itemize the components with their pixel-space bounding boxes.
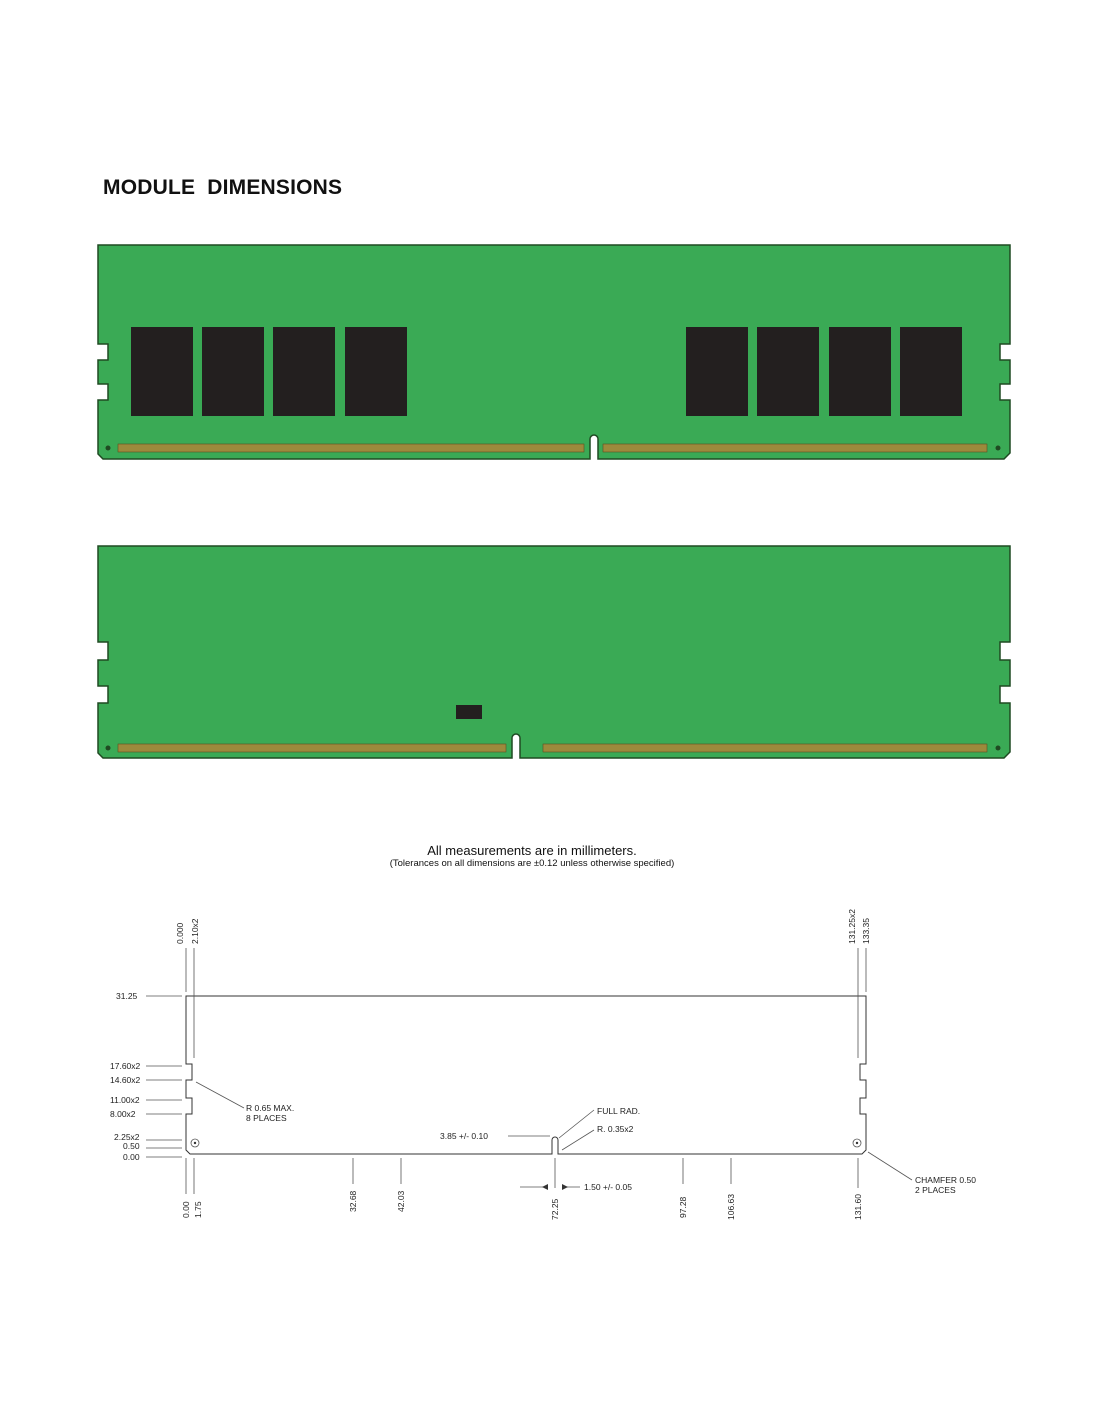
dim-label-left-1: 14.60x2	[110, 1075, 141, 1085]
callout-radius-2: 8 PLACES	[246, 1113, 287, 1123]
callout-radius-1: R 0.65 MAX.	[246, 1103, 294, 1113]
dim-label-top-0: 0.000	[175, 922, 185, 944]
dim-label-top-3: 133.35	[861, 918, 871, 944]
callout-chamfer-1: CHAMFER 0.50	[915, 1175, 976, 1185]
spd-chip	[456, 705, 482, 719]
hole-mark	[852, 1138, 862, 1148]
leader-lines	[195, 1081, 913, 1188]
contact-strip-left	[117, 743, 507, 753]
mounting-hole	[995, 745, 1001, 751]
hole-mark	[190, 1138, 200, 1148]
contact-strip-right	[542, 743, 988, 753]
callout-notch-depth: 3.85 +/- 0.10	[440, 1131, 488, 1141]
dim-label-bottom-1: 1.75	[193, 1201, 203, 1218]
dim-label-left-2: 11.00x2	[110, 1095, 140, 1105]
contact-strip-right	[602, 443, 988, 453]
chip-group-left	[131, 327, 407, 416]
contact-strip-left	[117, 443, 585, 453]
module-back-view	[97, 545, 1011, 759]
dim-label-bottom-6: 106.63	[726, 1194, 736, 1220]
extension-lines-left	[146, 995, 182, 1158]
dim-label-bottom-5: 97.28	[678, 1196, 688, 1218]
chip-group-right	[686, 327, 962, 416]
mounting-hole	[995, 445, 1001, 451]
dim-label-bottom-0: 0.00	[181, 1201, 191, 1218]
mounting-hole	[105, 745, 111, 751]
callout-full-rad: FULL RAD.	[597, 1106, 640, 1116]
dim-label-height: 31.25	[116, 991, 138, 1001]
dimension-drawing: 0.000 2.10x2 131.25x2 133.35 31.25 17.60…	[110, 909, 976, 1220]
dim-label-bottom-4: 72.25	[550, 1198, 560, 1220]
arrowhead	[542, 1184, 548, 1190]
dim-label-left-3: 8.00x2	[110, 1109, 136, 1119]
memory-chip	[900, 327, 962, 416]
memory-chip	[131, 327, 193, 416]
memory-chip	[273, 327, 335, 416]
hole-mark	[193, 1141, 197, 1145]
dim-label-top-1: 2.10x2	[190, 918, 200, 944]
tolerance-note: (Tolerances on all dimensions are ±0.12 …	[389, 858, 675, 869]
memory-chip	[202, 327, 264, 416]
callout-chamfer-2: 2 PLACES	[915, 1185, 956, 1195]
dim-label-bottom-7: 131.60	[853, 1194, 863, 1220]
memory-chip	[757, 327, 819, 416]
callout-notch-radius: R. 0.35x2	[597, 1124, 634, 1134]
extension-lines-top	[185, 948, 867, 1058]
hole-mark	[855, 1141, 859, 1145]
mounting-hole	[105, 445, 111, 451]
dim-label-bottom-3: 42.03	[396, 1190, 406, 1212]
dim-label-bottom-2: 32.68	[348, 1190, 358, 1212]
memory-chip	[345, 327, 407, 416]
extension-lines-bottom	[185, 1158, 859, 1194]
units-note: All measurements are in millimeters.	[427, 843, 637, 858]
dim-label-left-6: 0.00	[123, 1152, 140, 1162]
memory-chip	[686, 327, 748, 416]
callout-notch-width: 1.50 +/- 0.05	[584, 1182, 632, 1192]
board-outline	[185, 995, 867, 1155]
pcb-board	[97, 545, 1011, 759]
dim-label-left-4: 2.25x2	[114, 1132, 140, 1142]
dim-label-top-2: 131.25x2	[847, 909, 857, 944]
memory-chip	[829, 327, 891, 416]
page-title: MODULE DIMENSIONS	[103, 176, 343, 199]
arrowhead	[562, 1184, 568, 1190]
dim-label-left-0: 17.60x2	[110, 1061, 141, 1071]
dim-label-left-5: 0.50	[123, 1141, 140, 1151]
module-front-view	[97, 244, 1011, 460]
